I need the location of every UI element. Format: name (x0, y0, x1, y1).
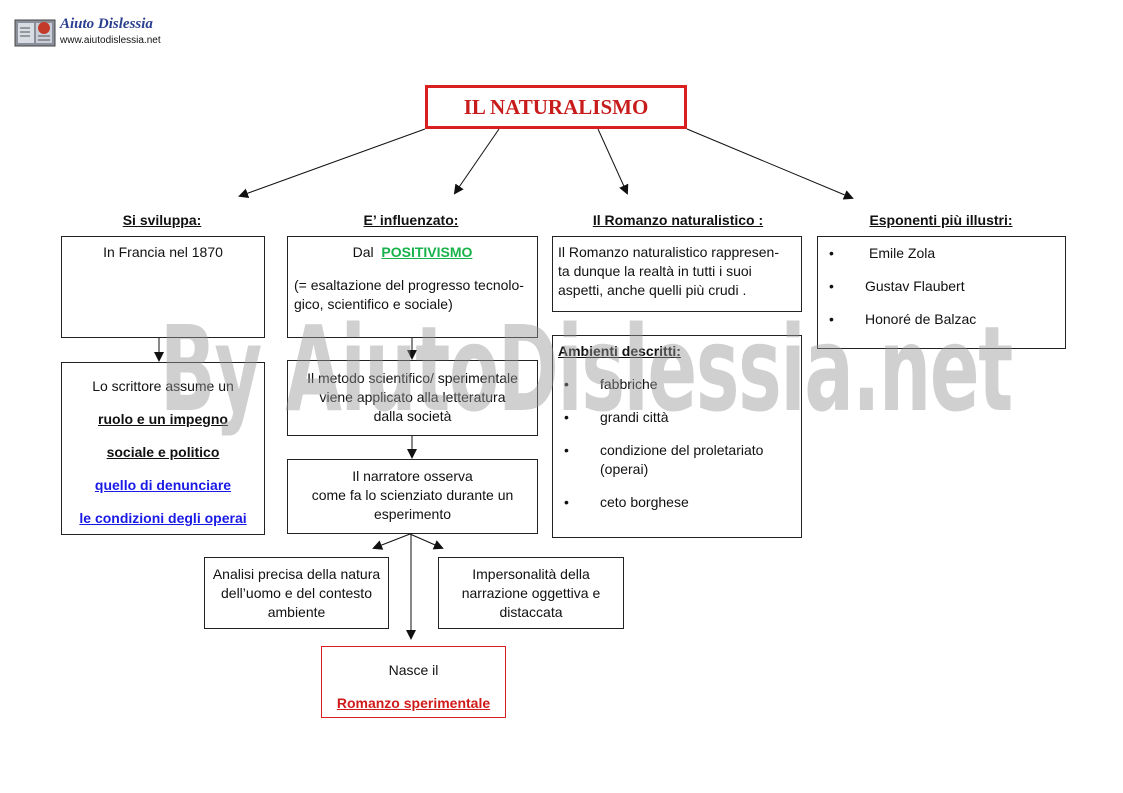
box-esponenti: • Emile Zola • Gustav Flaubert • Honoré de … (817, 236, 1066, 349)
logo-title: Aiuto Dislessia (60, 16, 153, 32)
logo-url[interactable]: www.aiutodislessia.net (60, 35, 161, 46)
ambiente-item-text: fabbriche (600, 376, 658, 392)
header-esponenti: Esponenti più illustri: (869, 212, 1013, 228)
box-analisi-precisa: Analisi precisa della natura dell’uomo e… (204, 557, 389, 629)
metodo-line3: dalla società (373, 408, 452, 424)
list-item: • Emile Zola (823, 244, 1060, 263)
bullet-icon: • (829, 311, 834, 327)
ambiente-item-subtext: (operai) (600, 461, 649, 477)
bullet-icon: • (564, 494, 569, 510)
box-narratore: Il narratore osserva come fa lo scienzia… (287, 459, 538, 534)
logo-icon (14, 19, 56, 47)
scrittore-line5: le condizioni degli operai (79, 510, 247, 526)
metodo-line2: viene applicato alla letteratura (319, 389, 506, 405)
positivismo-keyword: POSITIVISMO (381, 244, 473, 260)
narratore-line1: Il narratore osserva (352, 468, 473, 484)
positivismo-line2: (= esaltazione del progresso tecnolo- (294, 277, 524, 293)
list-item: • Honoré de Balzac (823, 310, 1060, 329)
esponenti-list: • Emile Zola • Gustav Flaubert • Honoré de … (823, 244, 1060, 329)
ambiente-item-text: condizione del proletariato (600, 442, 764, 458)
scrittore-line4: quello di denunciare (94, 477, 232, 493)
romanzo-line3: aspetti, anche quelli più crudi . (558, 282, 747, 298)
analisi-line3: ambiente (267, 604, 326, 620)
list-item: • fabbriche (558, 375, 796, 394)
impersonalita-line3: distaccata (499, 604, 563, 620)
impersonalita-line1: Impersonalità della (472, 566, 590, 582)
scrittore-line1: Lo scrittore assume un (92, 378, 234, 394)
bullet-icon: • (829, 245, 834, 261)
box-impersonalita: Impersonalità della narrazione oggettiva… (438, 557, 624, 629)
list-item: • ceto borghese (558, 493, 796, 512)
diagram-title: IL NATURALISMO (425, 85, 687, 129)
romanzo-line2: ta dunque la realtà in tutti i suoi (558, 263, 752, 279)
arrow-to-col3 (597, 128, 629, 195)
narratore-line3: esperimento (373, 506, 452, 522)
header-influenzato: E’ influenzato: (363, 212, 459, 228)
list-item: • condizione del proletariato (operai) (558, 441, 796, 479)
narratore-line2: come fa lo scienziato durante un (311, 487, 514, 503)
esponente-name: Honoré de Balzac (865, 311, 977, 327)
impersonalita-line2: narrazione oggettiva e (461, 585, 601, 601)
header-si-sviluppa: Si sviluppa: (122, 212, 202, 228)
scrittore-line3: sociale e politico (106, 444, 220, 460)
list-item: • grandi città (558, 408, 796, 427)
ambiente-item-text: ceto borghese (600, 494, 689, 510)
analisi-line2: dell’uomo e del contesto (221, 585, 372, 601)
box-in-francia-text: In Francia nel 1870 (103, 244, 223, 260)
nasce-line2: Romanzo sperimentale (336, 695, 491, 711)
positivismo-prefix: Dal (352, 244, 374, 260)
arrow-to-col4 (686, 128, 854, 200)
bullet-icon: • (564, 409, 569, 425)
ambiente-item-text: grandi città (600, 409, 669, 425)
nasce-line1: Nasce il (388, 662, 439, 678)
box-metodo-scientifico: Il metodo scientifico/ sperimentale vien… (287, 360, 538, 436)
header-romanzo-naturalistico: Il Romanzo naturalistico : (592, 212, 764, 228)
box-positivismo: Dal POSITIVISMO (= esaltazione del progr… (287, 236, 538, 338)
positivismo-line3: gico, scientifico e sociale) (294, 296, 453, 312)
arrow-to-left-branch (372, 533, 411, 550)
analisi-line1: Analisi precisa della natura (212, 566, 381, 582)
box-romanzo-realta: Il Romanzo naturalistico rappresen- ta d… (552, 236, 802, 312)
scrittore-line2: ruolo e un impegno (98, 411, 228, 427)
ambienti-heading: Ambienti descritti: (558, 343, 681, 359)
esponente-name: Gustav Flaubert (865, 278, 965, 294)
bullet-icon: • (564, 442, 569, 458)
box-scrittore-impegno: Lo scrittore assume un ruolo e un impegn… (61, 362, 265, 535)
arrow-to-col2 (453, 128, 500, 195)
list-item: • Gustav Flaubert (823, 277, 1060, 296)
bullet-icon: • (829, 278, 834, 294)
metodo-line1: Il metodo scientifico/ sperimentale (307, 370, 518, 386)
esponente-name: Emile Zola (869, 245, 936, 261)
arrow-to-col1 (238, 128, 426, 198)
box-ambienti-descritti: Ambienti descritti: • fabbriche • grandi c… (552, 335, 802, 538)
bullet-icon: • (564, 376, 569, 392)
romanzo-line1: Il Romanzo naturalistico rappresen- (558, 244, 779, 260)
box-nasce-romanzo: Nasce il Romanzo sperimentale (321, 646, 506, 718)
box-in-francia: In Francia nel 1870 (61, 236, 265, 338)
ambienti-list: • fabbriche • grandi città • condizione del… (558, 375, 796, 512)
arrow-to-right-branch (409, 533, 444, 550)
